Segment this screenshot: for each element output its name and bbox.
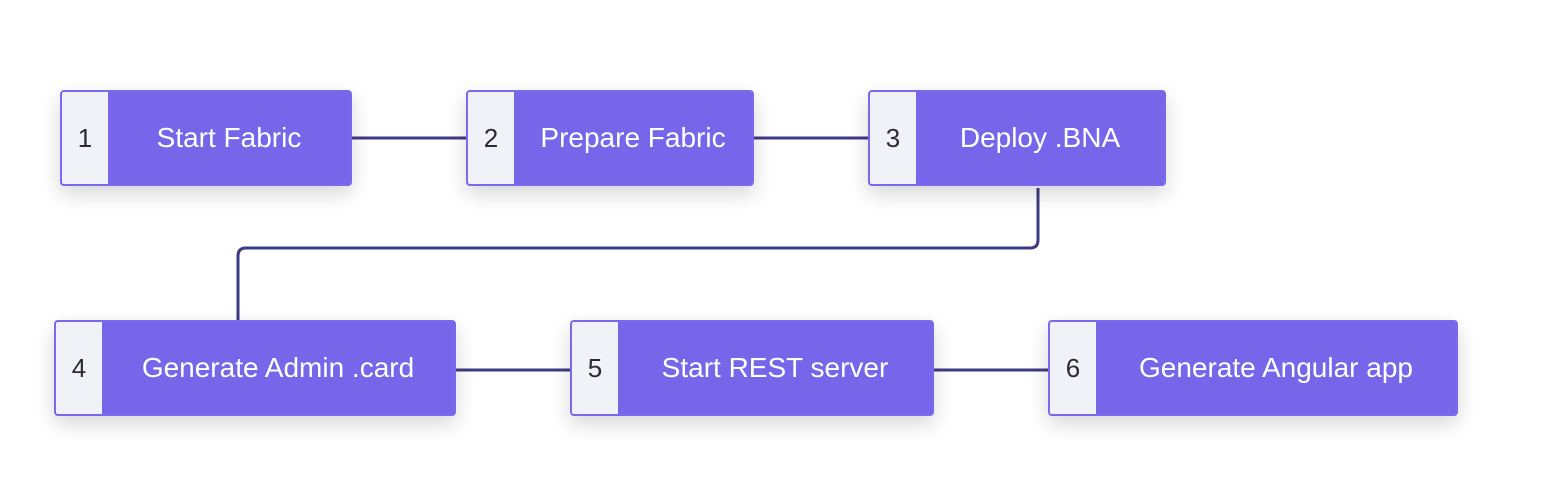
step-label: Prepare Fabric: [540, 122, 726, 153]
step-6-box[interactable]: 6 Generate Angular app: [1048, 320, 1458, 416]
step-label: Deploy .BNA: [959, 122, 1121, 153]
step-number: 1: [62, 92, 108, 184]
step-3-box[interactable]: 3 Deploy .BNA: [868, 90, 1166, 186]
step-1-box[interactable]: 1 Start Fabric: [60, 90, 352, 186]
step-number: 5: [572, 322, 618, 414]
step-5-box[interactable]: 5 Start REST server: [570, 320, 934, 416]
step-4-box[interactable]: 4 Generate Admin .card: [54, 320, 456, 416]
step-label: Start REST server: [661, 352, 889, 383]
step-2-box[interactable]: 2 Prepare Fabric: [466, 90, 754, 186]
step-number: 2: [468, 92, 514, 184]
step-number: 4: [56, 322, 102, 414]
connector-3-4: [236, 188, 1040, 322]
step-label: Generate Angular app: [1139, 352, 1413, 383]
step-label: Start Fabric: [156, 122, 302, 153]
step-label: Generate Admin .card: [141, 352, 415, 383]
step-number: 6: [1050, 322, 1096, 414]
step-number: 3: [870, 92, 916, 184]
